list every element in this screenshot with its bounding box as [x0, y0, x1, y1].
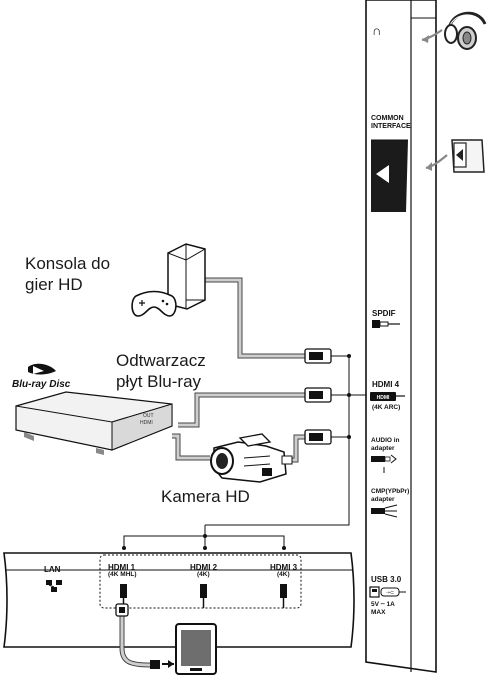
bluray-player-icon: OUT HDMI	[15, 391, 173, 455]
cmp-adapter-label: CMP(YPbPr) adapter	[371, 488, 410, 503]
hdmi1-sub-label: (4K MHL)	[108, 571, 137, 578]
player-hdmi-label: HDMI	[140, 420, 153, 426]
audio-in-label: AUDIO in adapter	[371, 437, 400, 452]
console-label: Konsola do gier HD	[25, 254, 111, 294]
ci-card-arrow	[425, 154, 448, 171]
lan-label: LAN	[44, 565, 61, 574]
hdmi-plug-console	[304, 348, 332, 364]
player-out-label: OUT	[143, 413, 154, 419]
hdmi2-sub-label: (4K)	[197, 571, 210, 578]
cable-phone	[119, 615, 151, 668]
ci-card-icon	[451, 139, 485, 173]
connection-dots	[122, 354, 351, 550]
hdmi2-port-icon	[200, 584, 207, 608]
hdmi4-sub-label: (4K ARC)	[372, 404, 401, 411]
svg-text:HDMI: HDMI	[377, 395, 390, 401]
bluray-logo: Blu-ray Disc	[12, 363, 71, 390]
hdmi2-label: HDMI 2	[190, 563, 218, 572]
hdmi3-port-icon	[280, 584, 287, 608]
hdmi-plug-bluray	[304, 387, 332, 403]
bluray-player-label: Odtwarzacz płyt Blu-ray	[116, 351, 206, 391]
usb-port-icon: ⇢⊂	[369, 586, 406, 598]
hdmi1-label: HDMI 1	[108, 563, 136, 572]
game-console-icon	[167, 243, 206, 310]
usb-spec-label: 5V ┄ 1A MAX	[371, 601, 395, 616]
phone-cable-arrow	[150, 660, 174, 669]
cable-bluray	[172, 392, 305, 461]
bluray-logo-text: Blu-ray Disc	[12, 379, 71, 390]
spdif-label: SPDIF	[372, 309, 396, 318]
common-interface-label: COMMON INTERFACE	[371, 115, 411, 130]
hdmi4-port-icon: HDMI	[370, 392, 405, 401]
hdmi3-label: HDMI 3	[270, 563, 298, 572]
cmp-adapter-port-icon	[371, 504, 398, 518]
phone-plug-top	[115, 603, 129, 617]
hdmi-plug-camera	[304, 429, 332, 445]
bottom-panel	[3, 552, 355, 648]
gamepad-icon	[131, 290, 177, 317]
headphone-port-symbol: ∩	[372, 23, 382, 38]
cable-camera	[290, 434, 305, 463]
spdif-port-icon	[372, 320, 400, 328]
mobile-device-icon	[175, 623, 217, 675]
svg-text:⇢⊂: ⇢⊂	[386, 590, 394, 596]
hdmi3-sub-label: (4K)	[277, 571, 290, 578]
headphones-icon	[444, 11, 487, 50]
audio-in-port-icon	[371, 454, 397, 473]
common-interface-slot	[371, 139, 408, 212]
camera-label: Kamera HD	[161, 487, 250, 506]
camera-plug	[281, 455, 293, 465]
cable-console	[205, 277, 305, 359]
side-panel	[365, 0, 437, 673]
lan-port-icon	[46, 580, 62, 592]
headphones-arrow	[421, 29, 443, 43]
hdmi4-label: HDMI 4	[372, 380, 400, 389]
camera-icon	[210, 433, 287, 483]
usb-label: USB 3.0	[371, 575, 402, 584]
